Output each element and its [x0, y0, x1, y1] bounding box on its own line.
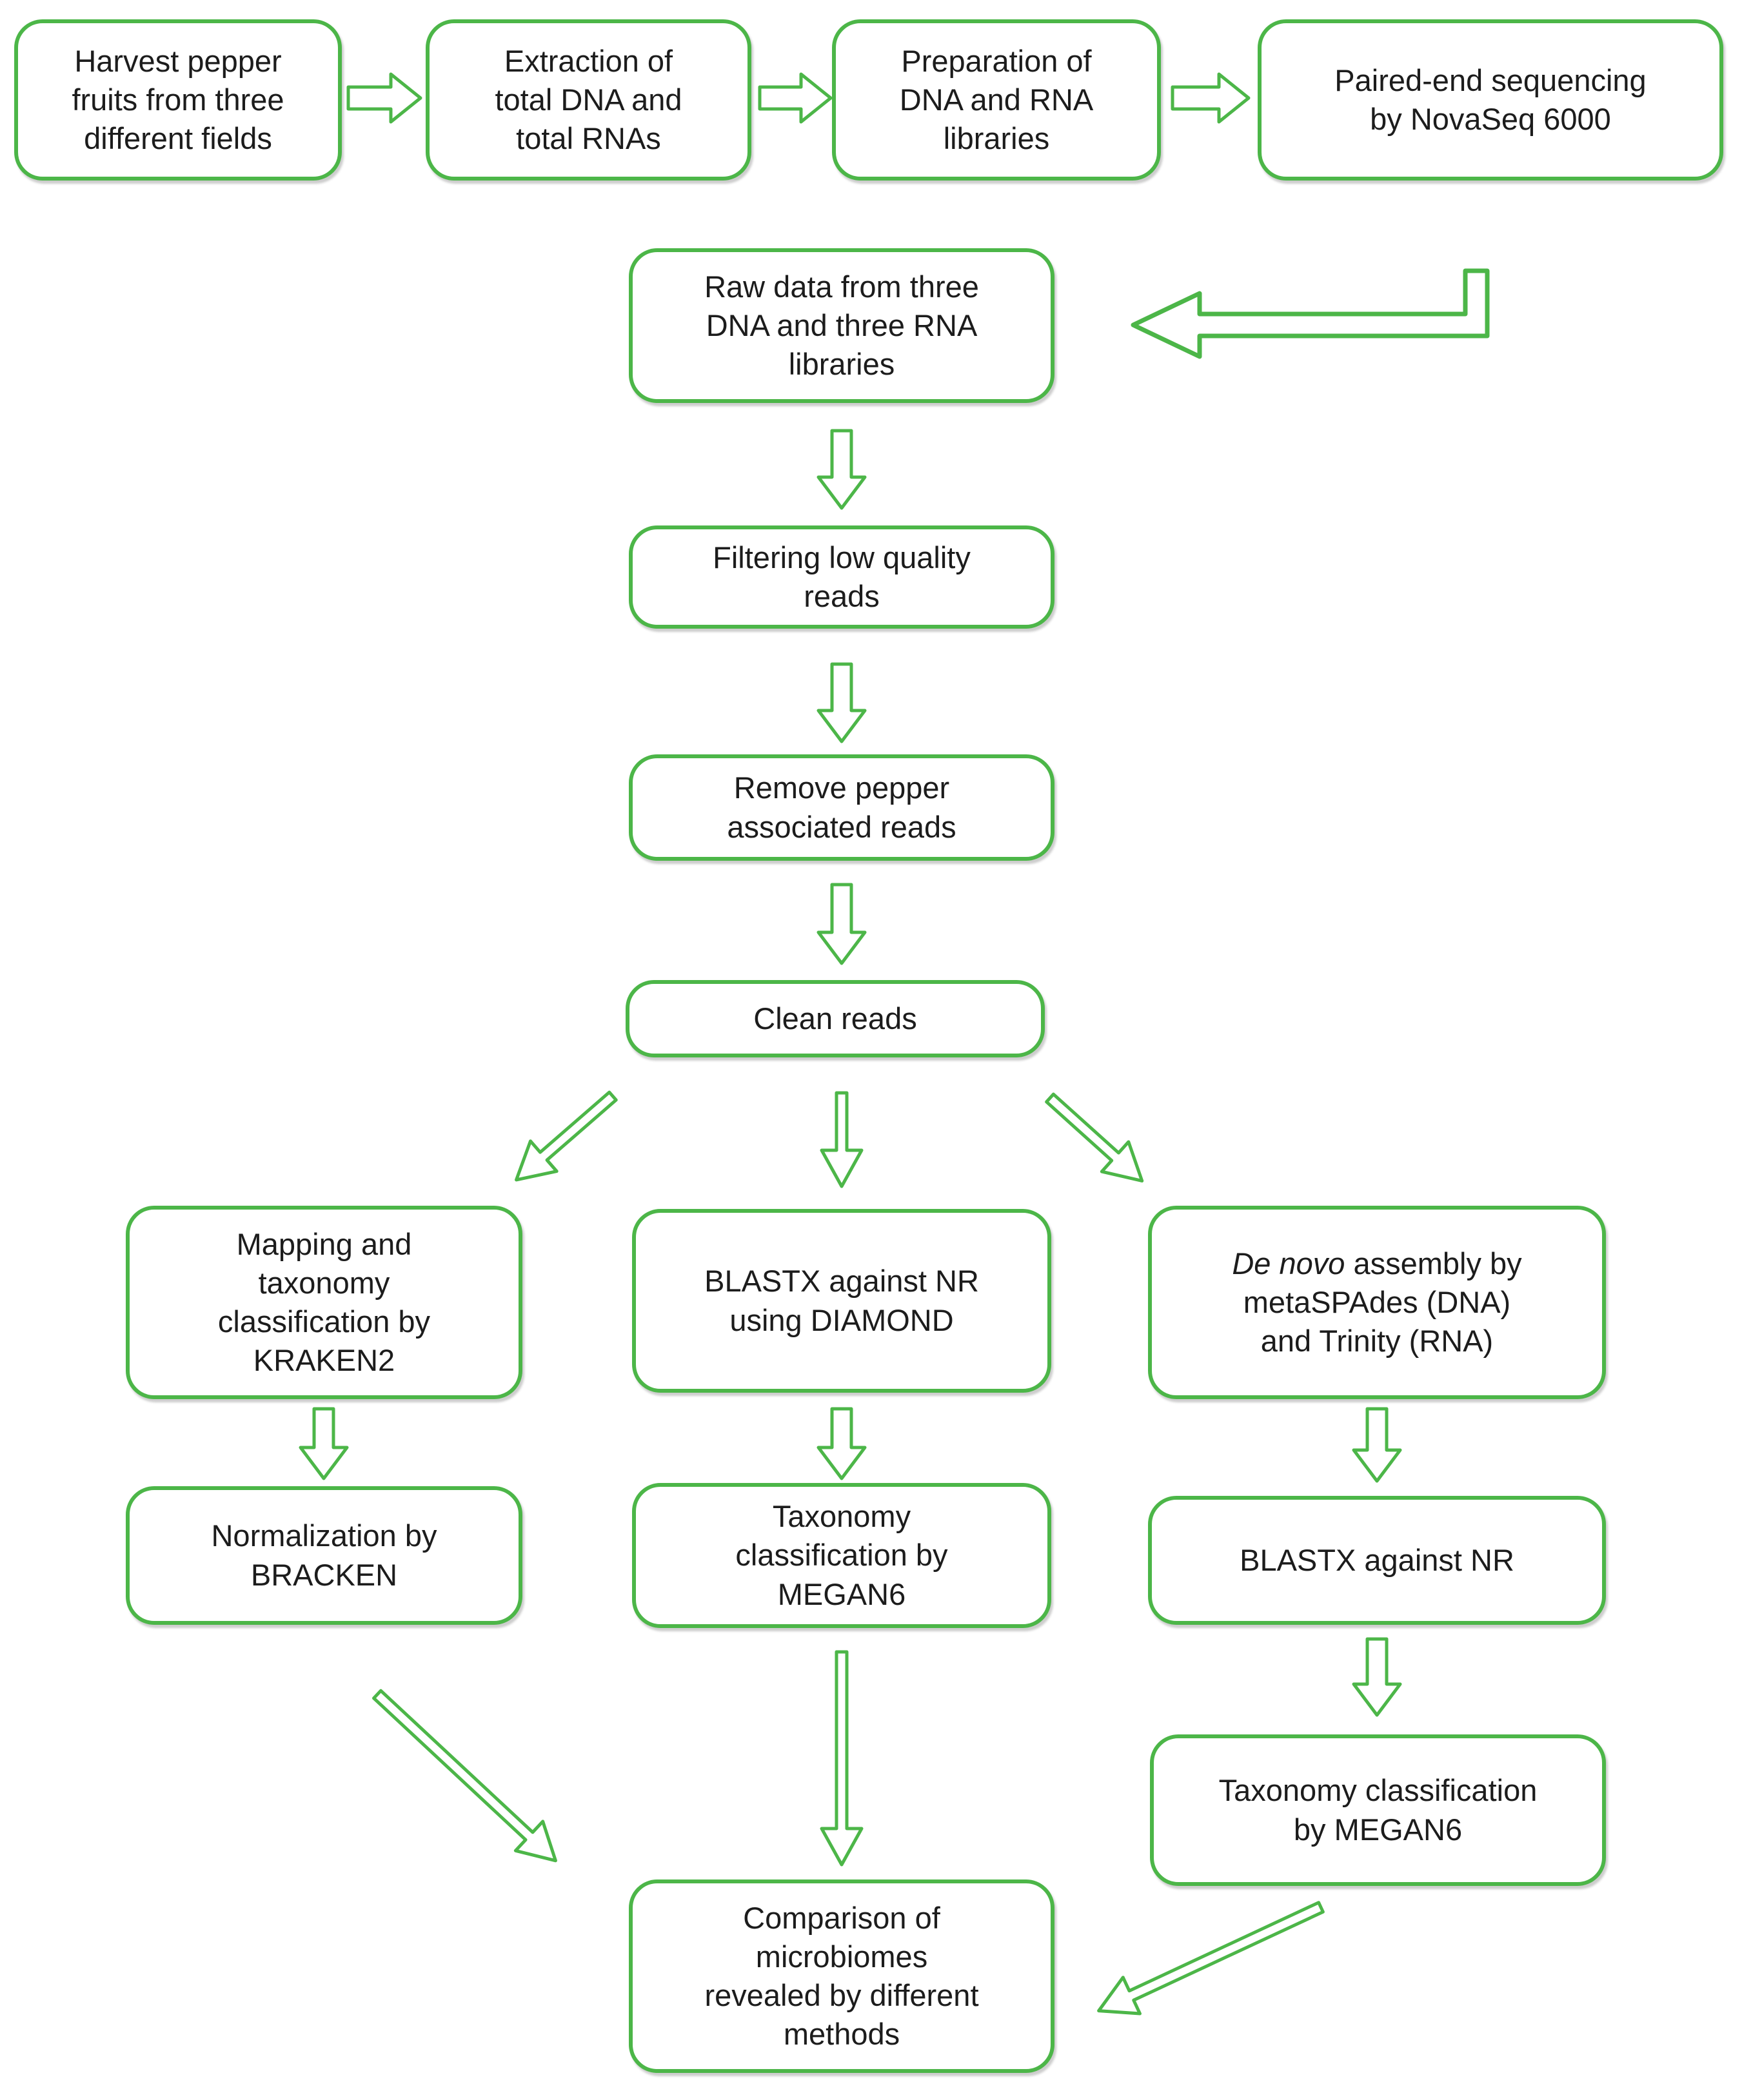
node-label: Filtering low quality reads — [713, 540, 971, 613]
node-label: BLASTX against NR — [1240, 1542, 1514, 1577]
arrow-rawdata-to-filtering — [817, 429, 867, 510]
arrow-clean-to-kraken — [515, 1090, 618, 1182]
arrow-denovo-to-blastx — [1352, 1407, 1402, 1483]
node-extraction: Extraction of total DNA and total RNAs — [426, 19, 751, 181]
arrow-remove-to-clean — [817, 883, 867, 965]
node-label: Normalization by BRACKEN — [211, 1518, 437, 1592]
node-rawdata: Raw data from three DNA and three RNA li… — [629, 248, 1054, 403]
node-label: Comparison of microbiomes revealed by di… — [704, 1900, 979, 2052]
node-denovo: De novo assembly by metaSPAdes (DNA) and… — [1148, 1206, 1606, 1399]
node-diamond: BLASTX against NR using DIAMOND — [632, 1209, 1051, 1393]
node-label: Taxonomy classification by MEGAN6 — [1218, 1773, 1538, 1847]
node-preparation: Preparation of DNA and RNA libraries — [832, 19, 1161, 181]
node-label: Remove pepper associated reads — [727, 770, 956, 844]
arrow-harvest-to-extraction — [346, 72, 422, 124]
arrow-blastx-to-megan-right — [1352, 1637, 1402, 1717]
node-label: Taxonomy classification by MEGAN6 — [735, 1499, 948, 1611]
node-label-italic: De novo — [1232, 1246, 1345, 1281]
node-kraken: Mapping and taxonomy classification by K… — [126, 1206, 522, 1399]
node-clean-reads: Clean reads — [626, 980, 1045, 1057]
arrow-megan-mid-to-comparison — [820, 1650, 864, 1867]
arrow-megan-right-to-comparison — [1097, 1901, 1325, 2016]
node-label: Extraction of total DNA and total RNAs — [495, 43, 682, 156]
node-remove: Remove pepper associated reads — [629, 754, 1054, 861]
arrow-kraken-to-bracken — [299, 1407, 349, 1480]
arrow-clean-to-denovo — [1045, 1092, 1144, 1182]
arrow-sequencing-to-rawdata — [1131, 268, 1490, 359]
node-label: De novo assembly by metaSPAdes (DNA) and… — [1232, 1244, 1521, 1360]
node-megan-mid: Taxonomy classification by MEGAN6 — [632, 1483, 1051, 1628]
node-label: Clean reads — [753, 1001, 917, 1035]
node-label: Harvest pepper fruits from three differe… — [72, 43, 284, 156]
node-label: Raw data from three DNA and three RNA li… — [704, 269, 979, 382]
arrow-preparation-to-sequencing — [1171, 72, 1251, 124]
node-label: Mapping and taxonomy classification by K… — [217, 1226, 431, 1378]
node-label: Paired-end sequencing by NovaSeq 6000 — [1334, 63, 1647, 136]
node-bracken: Normalization by BRACKEN — [126, 1486, 522, 1625]
node-label: Preparation of DNA and RNA libraries — [899, 43, 1094, 156]
arrow-bracken-to-comparison — [372, 1689, 557, 1863]
arrow-filtering-to-remove — [817, 662, 867, 743]
node-label: BLASTX against NR using DIAMOND — [704, 1264, 979, 1337]
node-megan-right: Taxonomy classification by MEGAN6 — [1150, 1734, 1606, 1886]
node-harvest: Harvest pepper fruits from three differe… — [14, 19, 342, 181]
arrow-extraction-to-preparation — [758, 72, 833, 124]
arrow-clean-to-diamond — [820, 1091, 864, 1188]
node-label-rest: assembly by metaSPAdes (DNA) and Trinity… — [1243, 1246, 1522, 1359]
node-blastx-right: BLASTX against NR — [1148, 1496, 1606, 1625]
node-sequencing: Paired-end sequencing by NovaSeq 6000 — [1258, 19, 1723, 181]
node-comparison: Comparison of microbiomes revealed by di… — [629, 1879, 1054, 2073]
arrow-diamond-to-megan-mid — [817, 1407, 867, 1480]
node-filtering: Filtering low quality reads — [629, 525, 1054, 629]
